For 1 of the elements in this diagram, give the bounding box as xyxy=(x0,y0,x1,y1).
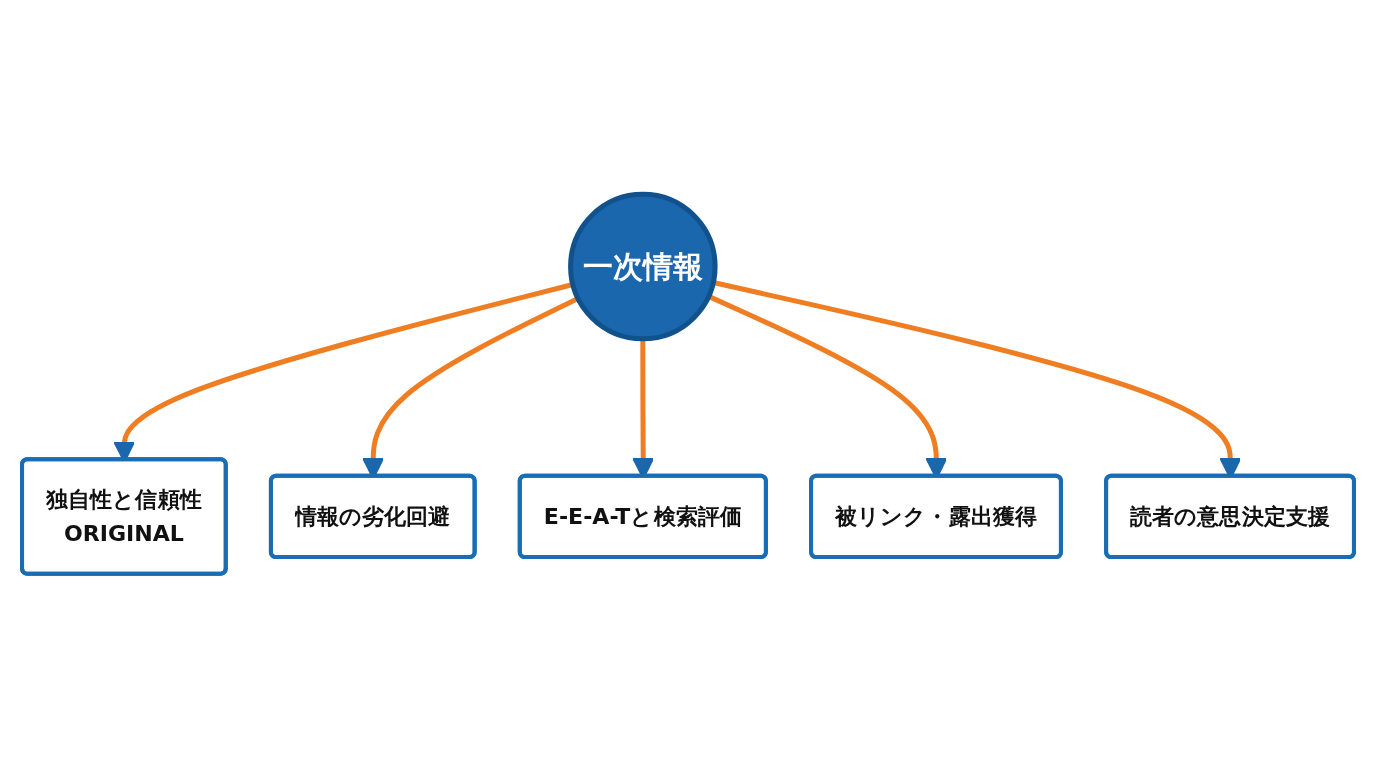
node-circle: 一次情報 xyxy=(568,191,718,342)
